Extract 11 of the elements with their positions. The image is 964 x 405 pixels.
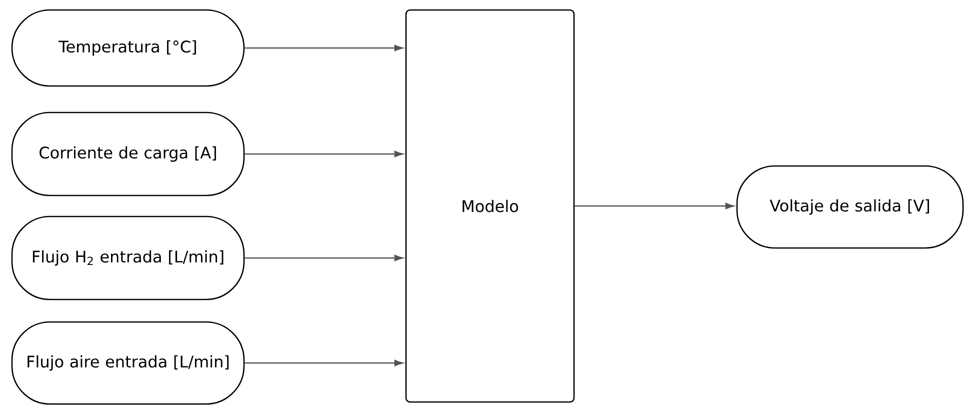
input-pill: Temperatura [°C] [11, 9, 245, 87]
input-pill: Corriente de carga [A] [11, 112, 245, 196]
output-pill: Voltaje de salida [V] [736, 165, 964, 249]
arrow [244, 44, 404, 52]
model-box: Modelo [405, 9, 575, 403]
arrow [574, 202, 734, 210]
input-pill: Flujo aire entrada [L/min] [11, 321, 245, 405]
arrow [244, 360, 404, 366]
arrow [244, 254, 404, 262]
input-pill: Flujo H$_{2}$ entrada [L/min] [11, 216, 245, 300]
arrow [244, 150, 404, 158]
